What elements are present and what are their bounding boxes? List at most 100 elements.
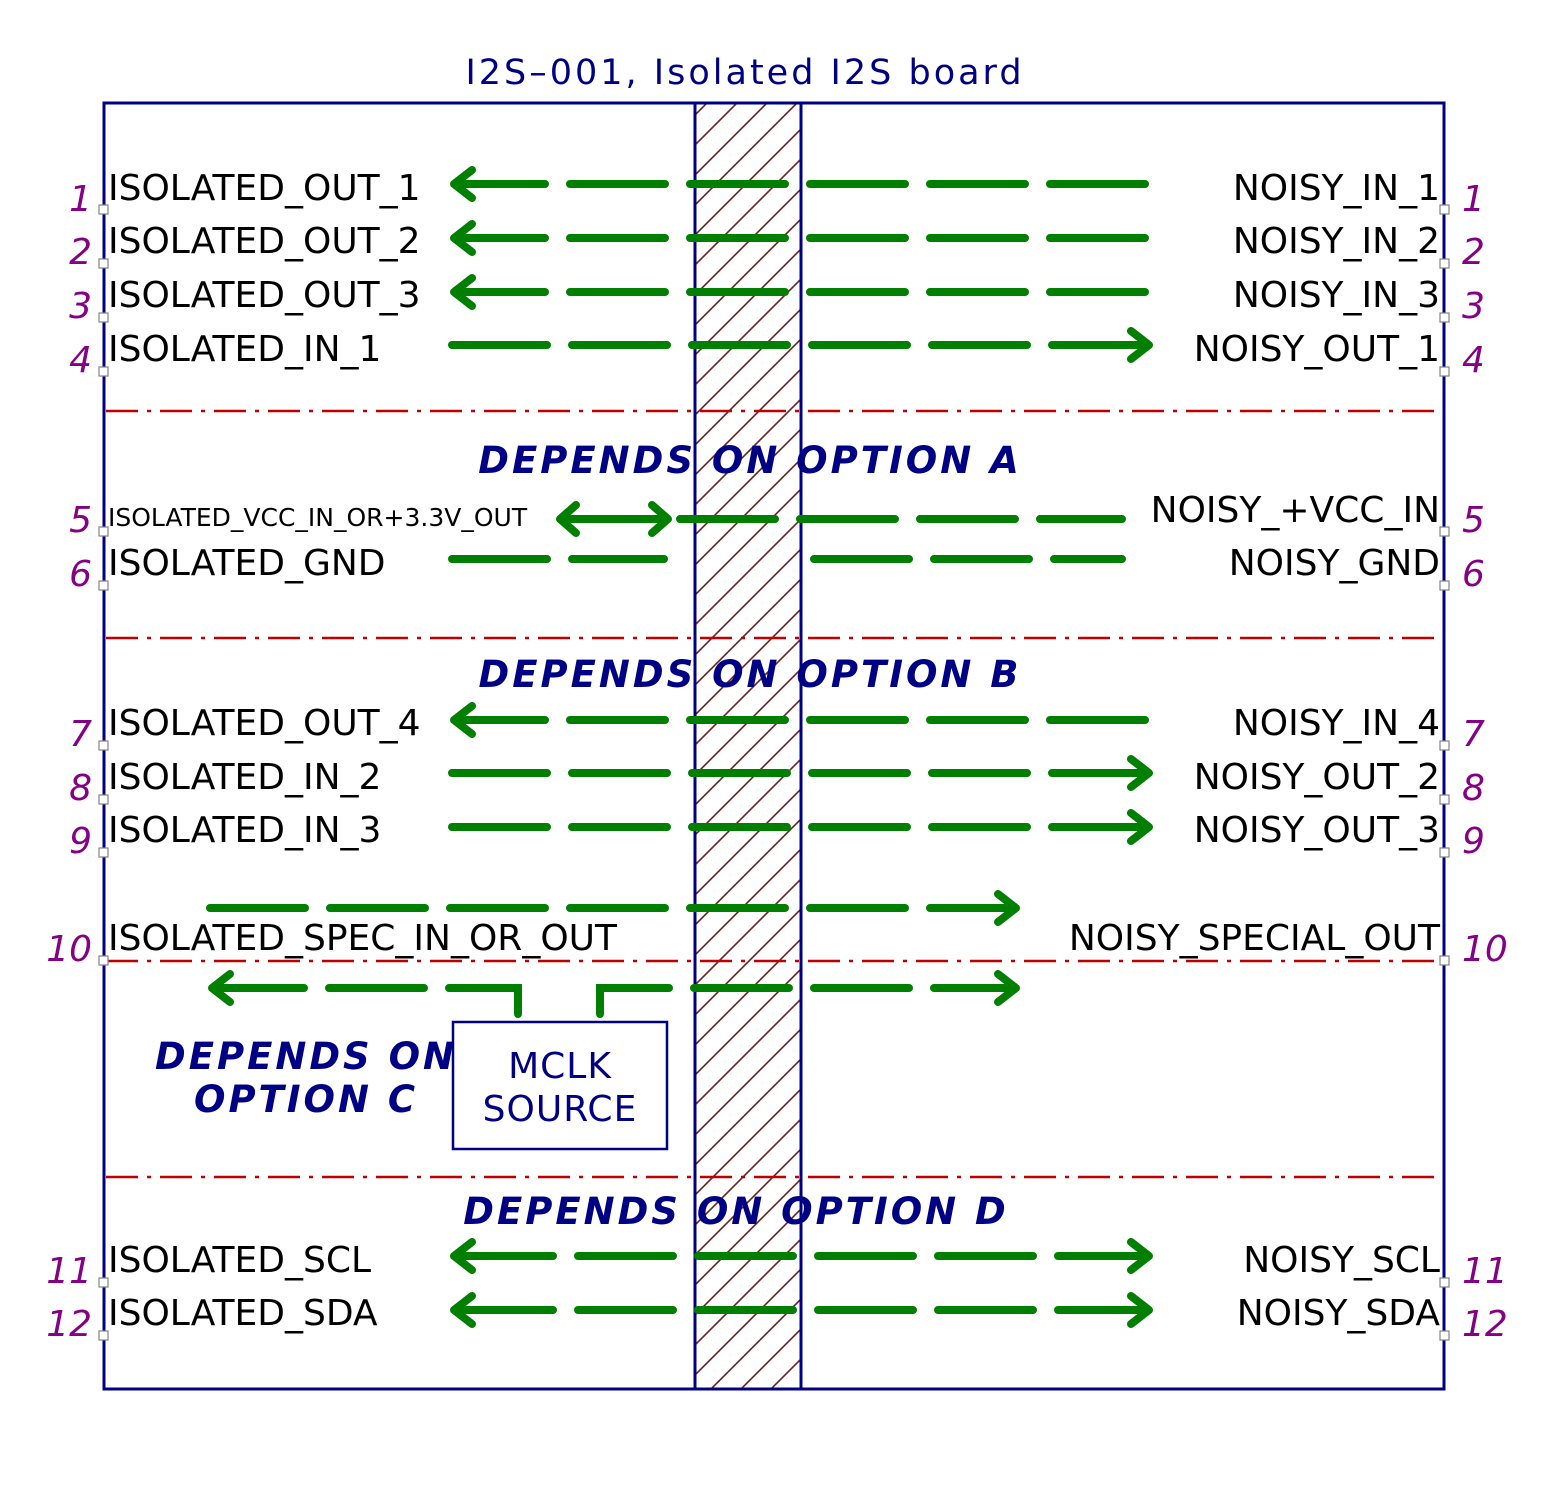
right-pin-number: 9: [1462, 821, 1485, 862]
arrow-left-icon: [450, 702, 476, 738]
right-pin-number: 6: [1462, 554, 1485, 595]
option-b-label: DEPENDS ON OPTION B: [479, 653, 1022, 696]
left-pin-group: 1 ISOLATED_OUT_1 2 ISOLATED_OUT_2 3 ISOL…: [46, 168, 618, 1345]
left-pin-number: 11: [46, 1251, 92, 1292]
right-pin-label: NOISY_IN_1: [1233, 168, 1440, 209]
arrow-right-icon: [1127, 1292, 1153, 1328]
pin-marker: [98, 366, 109, 377]
left-pin-label: ISOLATED_IN_1: [108, 329, 381, 370]
arrow-left-icon: [450, 1292, 476, 1328]
left-pin-number: 8: [69, 768, 92, 809]
left-pin-label: ISOLATED_OUT_1: [108, 168, 421, 209]
left-pin-number: 6: [69, 554, 92, 595]
pin-marker: [1439, 847, 1450, 858]
right-pin-number: 2: [1462, 232, 1485, 273]
left-pin-number: 7: [69, 714, 92, 755]
pin-marker: [1439, 312, 1450, 323]
left-pin-number: 5: [69, 500, 92, 541]
right-pin-group: NOISY_IN_1 1 NOISY_IN_2 2 NOISY_IN_3 3 N…: [1069, 168, 1508, 1345]
left-pin-number: 12: [46, 1304, 92, 1345]
right-pin-number: 5: [1462, 500, 1485, 541]
pin-marker: [98, 204, 109, 215]
pin-marker: [1439, 366, 1450, 377]
left-pin-number: 9: [69, 821, 92, 862]
left-pin-label: ISOLATED_OUT_2: [108, 221, 421, 262]
right-pin-number: 4: [1462, 340, 1485, 381]
pin-marker: [98, 740, 109, 751]
arrow-right-icon: [1127, 327, 1153, 363]
isolation-barrier: [693, 101, 803, 1391]
option-c-label-line1: DEPENDS ON: [155, 1035, 457, 1078]
right-pin-label: NOISY_OUT_1: [1194, 329, 1440, 370]
left-pin-number: 2: [69, 232, 92, 273]
left-pin-number: 10: [46, 929, 92, 970]
arrow-left-icon: [556, 501, 580, 537]
pin-marker: [98, 1330, 109, 1341]
right-pin-number: 3: [1462, 286, 1485, 327]
pin-marker: [1439, 1277, 1450, 1288]
arrow-right-icon: [994, 890, 1020, 926]
arrow-left-icon: [208, 970, 234, 1006]
signal-arrows: [206, 166, 1153, 1328]
pin-marker: [1439, 580, 1450, 591]
left-pin-label: ISOLATED_VCC_IN_OR+3.3V_OUT: [108, 503, 528, 532]
left-pin-number: 1: [69, 179, 92, 220]
signal-line-mclk-left: [212, 984, 522, 1018]
arrow-right-icon: [648, 501, 672, 537]
right-pin-label: NOISY_SPECIAL_OUT: [1069, 918, 1441, 959]
arrow-right-icon: [994, 970, 1020, 1006]
right-pin-label: NOISY_OUT_3: [1194, 810, 1440, 851]
right-pin-label: NOISY_OUT_2: [1194, 757, 1440, 798]
right-pin-number: 12: [1462, 1304, 1508, 1345]
left-pin-label: ISOLATED_OUT_4: [108, 703, 421, 744]
right-pin-number: 1: [1462, 179, 1485, 220]
pin-marker: [1439, 526, 1450, 537]
right-pin-number: 10: [1462, 929, 1508, 970]
arrow-right-icon: [1127, 809, 1153, 845]
arrow-right-icon: [1127, 1238, 1153, 1274]
pin-marker: [98, 526, 109, 537]
right-pin-label: NOISY_IN_4: [1233, 703, 1440, 744]
option-c-label-line2: OPTION C: [194, 1078, 418, 1121]
arrow-right-icon: [1127, 755, 1153, 791]
arrow-left-icon: [450, 166, 476, 202]
left-pin-number: 4: [69, 340, 92, 381]
left-pin-label: ISOLATED_IN_3: [108, 810, 381, 851]
left-pin-label: ISOLATED_OUT_3: [108, 275, 421, 316]
right-pin-label: NOISY_GND: [1229, 543, 1440, 584]
option-d-label: DEPENDS ON OPTION D: [463, 1190, 1008, 1233]
pin-marker: [98, 794, 109, 805]
right-pin-label: NOISY_IN_2: [1233, 221, 1440, 262]
diagram-title: I2S–001, Isolated I2S board: [465, 53, 1024, 93]
signal-line-mclk-right: [596, 984, 1016, 1018]
pin-marker: [1439, 794, 1450, 805]
pin-marker: [98, 1277, 109, 1288]
left-pin-label: ISOLATED_IN_2: [108, 757, 381, 798]
arrow-left-icon: [450, 274, 476, 310]
pin-marker: [1439, 204, 1450, 215]
left-pin-label: ISOLATED_SDA: [108, 1293, 378, 1334]
right-pin-label: NOISY_SDA: [1237, 1293, 1441, 1334]
mclk-label-line2: SOURCE: [483, 1089, 638, 1130]
pin-marker: [1439, 258, 1450, 269]
pin-marker: [98, 955, 109, 966]
pin-marker: [98, 580, 109, 591]
pin-marker: [1439, 740, 1450, 751]
mclk-label-line1: MCLK: [508, 1046, 612, 1087]
mclk-source-box: [451, 1020, 669, 1151]
pin-marker: [98, 258, 109, 269]
arrow-left-icon: [450, 1238, 476, 1274]
left-pin-label: ISOLATED_GND: [108, 543, 386, 584]
option-a-label: DEPENDS ON OPTION A: [478, 439, 1021, 482]
left-pin-label: ISOLATED_SCL: [108, 1240, 371, 1281]
arrow-left-icon: [450, 220, 476, 256]
left-pin-label: ISOLATED_SPEC_IN_OR_OUT: [108, 918, 618, 959]
pin-marker: [1439, 955, 1450, 966]
right-pin-label: NOISY_SCL: [1243, 1240, 1440, 1281]
pin-marker: [98, 847, 109, 858]
pin-marker: [98, 312, 109, 323]
left-pin-number: 3: [69, 286, 92, 327]
pin-marker: [1439, 1330, 1450, 1341]
right-pin-label: NOISY_IN_3: [1233, 275, 1440, 316]
